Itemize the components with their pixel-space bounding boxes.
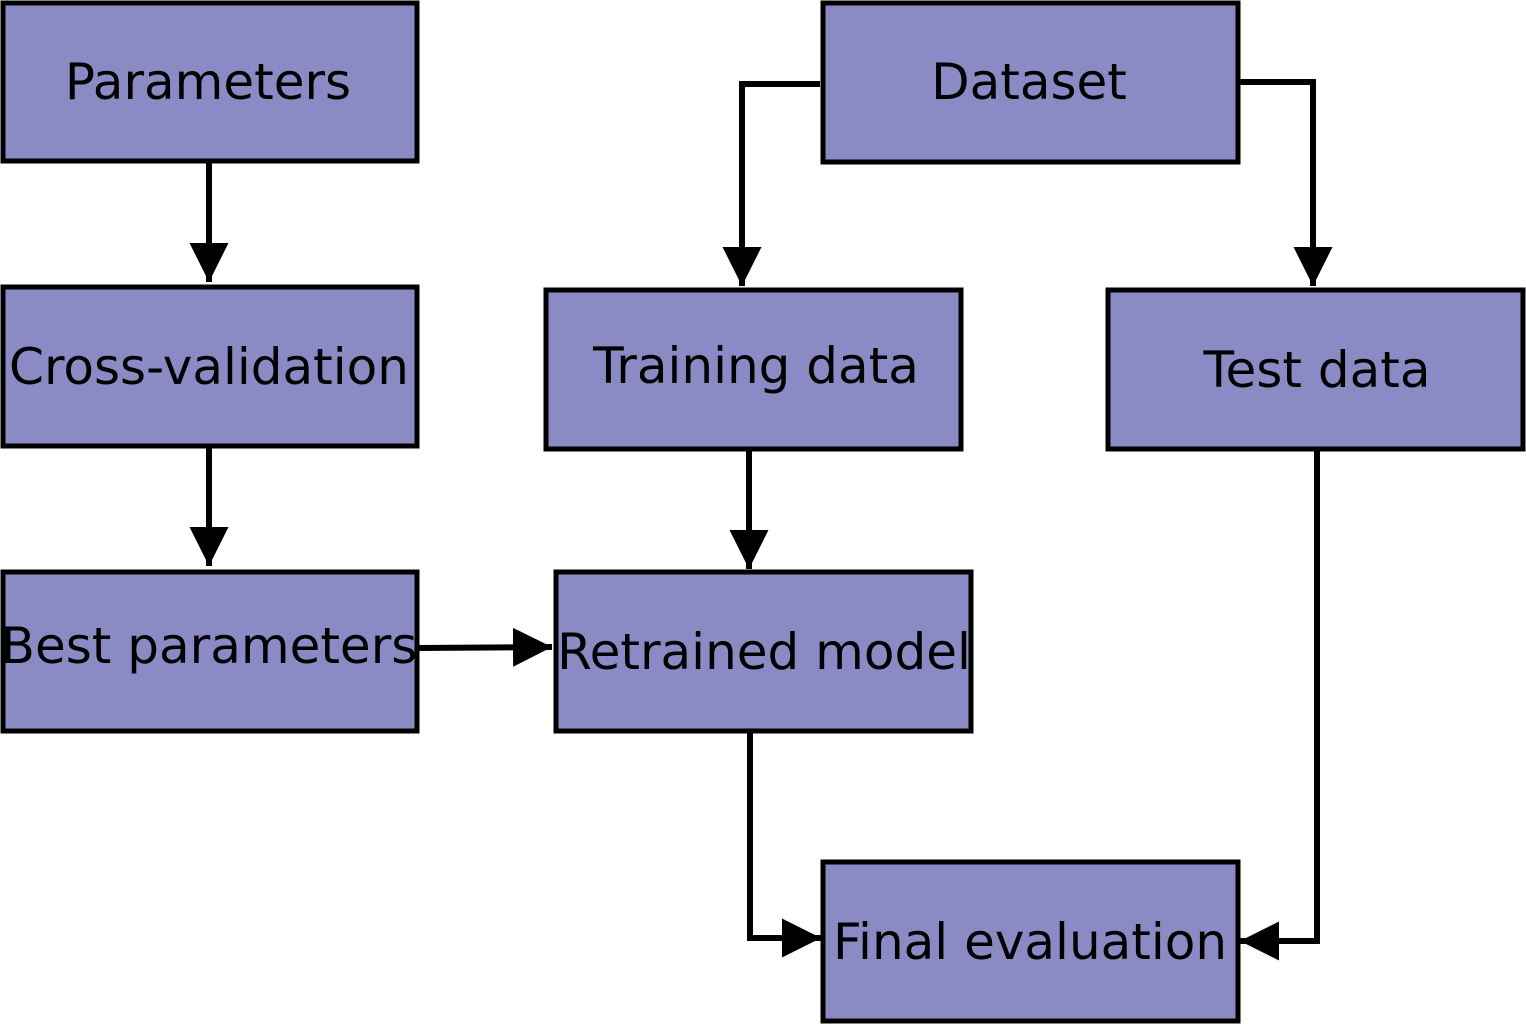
final-evaluation-label: Final evaluation: [833, 913, 1227, 971]
parameters-label: Parameters: [65, 53, 351, 111]
edge-best-parameters-to-retrained-model: [417, 627, 553, 667]
parameters-box: [0, 0, 420, 164]
edge-test-data-to-final-evaluation: [1240, 450, 1320, 961]
edge-dataset-to-test-data: [1238, 79, 1333, 286]
dataset-box: [820, 0, 1241, 165]
best-parameters-box: [0, 569, 420, 734]
retrained-model-label: Retrained model: [557, 623, 971, 681]
best-parameters-label: Best parameters: [1, 617, 418, 675]
retrained-model-box: [553, 569, 974, 734]
edge-dataset-to-training-data: [722, 81, 820, 286]
edge-retrained-model-to-final-evaluation: [747, 731, 821, 958]
dataset-label: Dataset: [931, 53, 1127, 111]
cross-validation-box: [0, 284, 420, 449]
cross-validation-label: Cross-validation: [9, 338, 409, 396]
test-data-box: [1105, 287, 1526, 452]
final-evaluation-box: [820, 859, 1241, 1024]
test-data-label: Test data: [1203, 341, 1431, 399]
training-data-box: [543, 287, 964, 452]
training-data-label: Training data: [592, 337, 919, 395]
